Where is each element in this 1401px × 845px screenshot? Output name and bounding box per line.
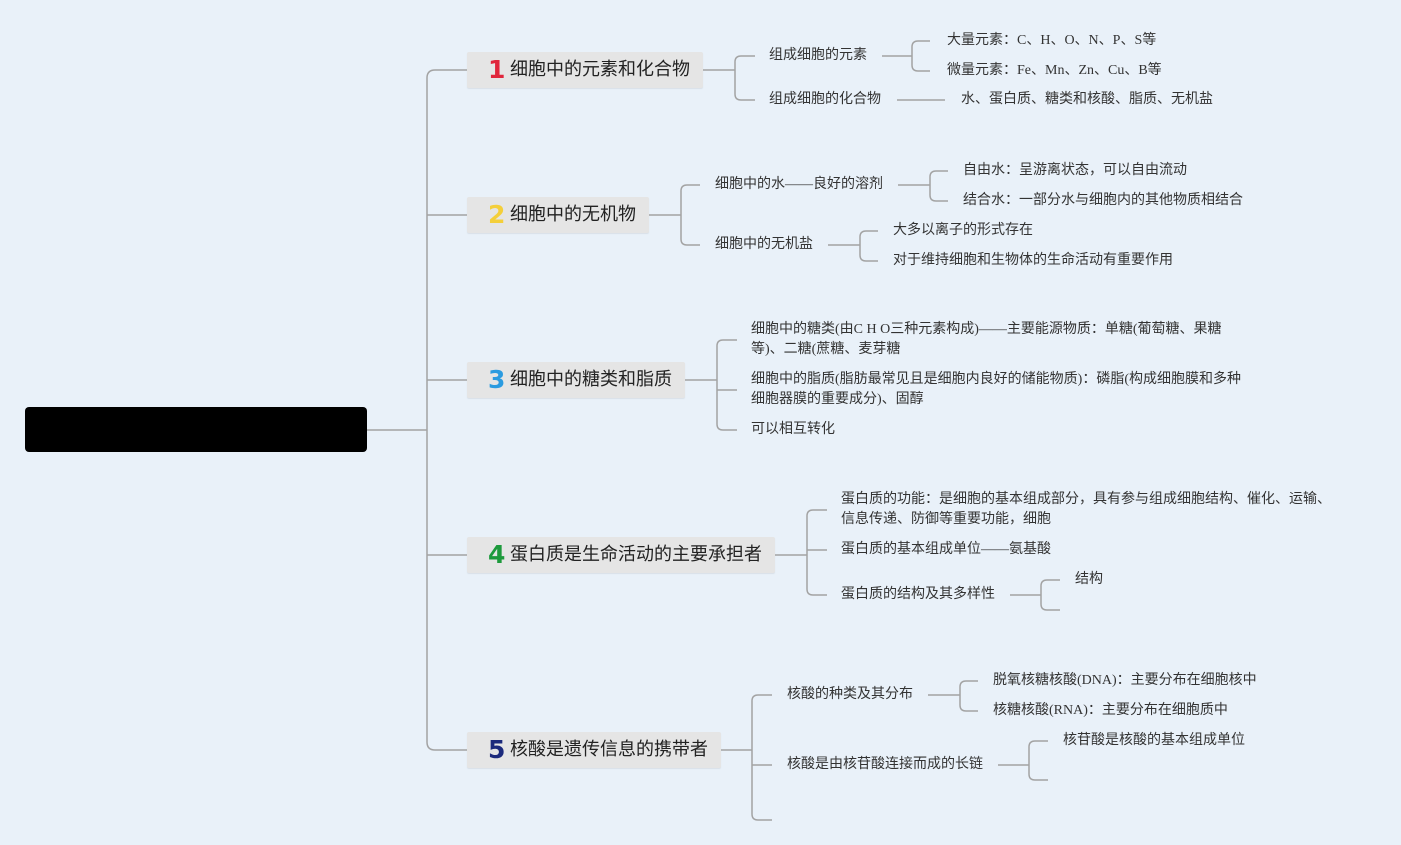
detail-item: 脱氧核糖核酸(DNA)：主要分布在细胞核中 bbox=[993, 673, 1257, 688]
detail-item: 结构 bbox=[1075, 572, 1103, 587]
subtopic: 细胞中的无机盐 bbox=[715, 237, 813, 252]
branch-3-connector bbox=[685, 339, 737, 431]
subtopic: 细胞中的糖类(由C H O三种元素构成)——主要能源物质：单糖(葡萄糖、果糖等)… bbox=[751, 322, 1222, 357]
topic-title: 细胞中的元素和化合物 bbox=[510, 59, 690, 80]
detail-item: 大多以离子的形式存在 bbox=[893, 223, 1033, 238]
detail-item: 核糖核酸(RNA)：主要分布在细胞质中 bbox=[993, 703, 1228, 718]
main-trunk bbox=[426, 69, 467, 751]
subtopic: 蛋白质的结构及其多样性 bbox=[841, 587, 995, 602]
subtopic: 核酸的种类及其分布 bbox=[787, 687, 913, 702]
topic-1: 1 细胞中的元素和化合物 bbox=[467, 52, 703, 88]
topic-number: 4 bbox=[488, 540, 506, 569]
topic-3: 3 细胞中的糖类和脂质 bbox=[467, 362, 685, 398]
topic-title: 细胞中的无机物 bbox=[510, 204, 636, 225]
branch-2-connector bbox=[649, 184, 700, 246]
branch-2-1-connector bbox=[898, 170, 948, 202]
branch-1-1-connector bbox=[882, 40, 930, 72]
branch-2-2-connector bbox=[828, 230, 878, 262]
topic-number: 3 bbox=[488, 365, 506, 394]
topic-number: 5 bbox=[488, 735, 506, 764]
branch-4-3-connector bbox=[1010, 579, 1060, 611]
subtopic: 细胞中的水——良好的溶剂 bbox=[715, 177, 883, 192]
topic-title: 蛋白质是生命活动的主要承担者 bbox=[510, 544, 762, 565]
topic-4: 4 蛋白质是生命活动的主要承担者 bbox=[467, 537, 775, 573]
topic-number: 2 bbox=[488, 200, 506, 229]
detail-item: 核苷酸是核酸的基本组成单位 bbox=[1063, 733, 1245, 748]
detail-item: 自由水：呈游离状态，可以自由流动 bbox=[963, 163, 1187, 178]
topic-title: 细胞中的糖类和脂质 bbox=[510, 369, 672, 390]
topic-title: 核酸是遗传信息的携带者 bbox=[510, 739, 708, 760]
branch-1-connector bbox=[703, 55, 755, 101]
subtopic: 蛋白质的功能：是细胞的基本组成部分，具有参与组成细胞结构、催化、运输、信息传递、… bbox=[841, 492, 1331, 527]
detail-item: 微量元素：Fe、Mn、Zn、Cu、B等 bbox=[947, 63, 1162, 78]
subtopic: 细胞中的脂质(脂肪最常见且是细胞内良好的储能物质)：磷脂(构成细胞膜和多种细胞器… bbox=[751, 372, 1241, 407]
subtopic: 蛋白质的基本组成单位——氨基酸 bbox=[841, 542, 1051, 557]
branch-5-1-connector bbox=[928, 680, 978, 712]
topic-2: 2 细胞中的无机物 bbox=[467, 197, 649, 233]
root-node bbox=[25, 407, 367, 452]
branch-4-connector bbox=[775, 509, 827, 596]
detail-item: 结合水：一部分水与细胞内的其他物质相结合 bbox=[963, 193, 1243, 208]
detail-item: 大量元素：C、H、O、N、P、S等 bbox=[947, 33, 1157, 48]
branch-5-2-connector bbox=[998, 740, 1048, 781]
branch-5-connector bbox=[721, 694, 772, 821]
subtopic: 组成细胞的元素 bbox=[769, 48, 867, 63]
detail-item: 对于维持细胞和生物体的生命活动有重要作用 bbox=[893, 253, 1173, 268]
topic-5: 5 核酸是遗传信息的携带者 bbox=[467, 732, 721, 768]
subtopic: 可以相互转化 bbox=[751, 422, 835, 437]
detail-item: 水、蛋白质、糖类和核酸、脂质、无机盐 bbox=[961, 92, 1213, 107]
subtopic: 组成细胞的化合物 bbox=[769, 92, 881, 107]
topic-number: 1 bbox=[488, 55, 506, 84]
subtopic: 核酸是由核苷酸连接而成的长链 bbox=[787, 757, 983, 772]
